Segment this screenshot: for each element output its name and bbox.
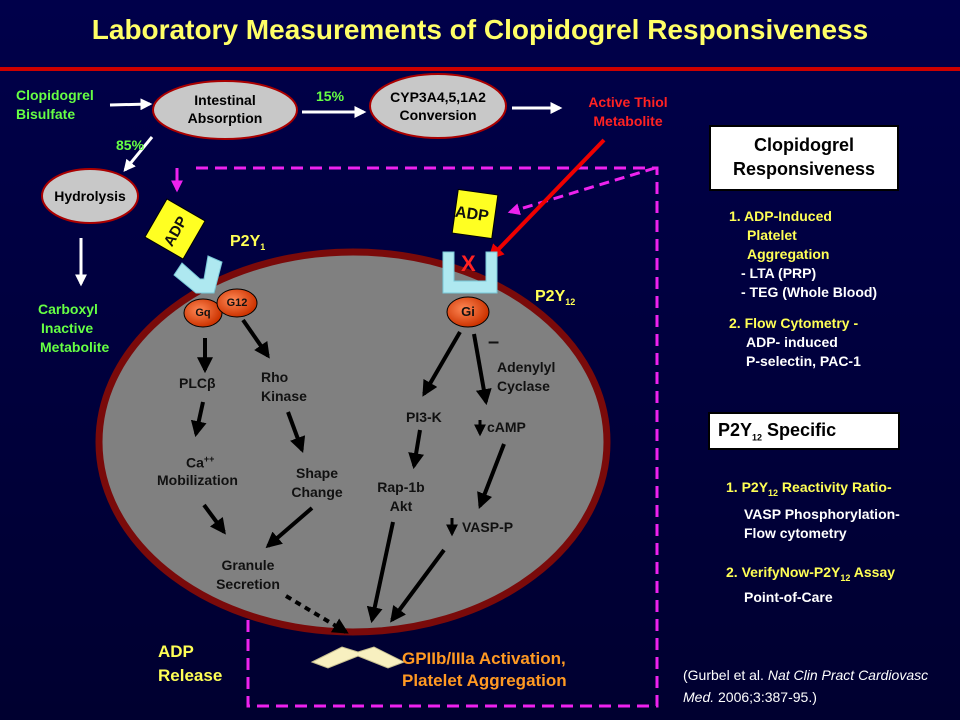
gq-label: Gq	[195, 307, 211, 319]
adp-ligand-right	[451, 188, 499, 240]
arrow-vasp-gpiib	[390, 548, 446, 623]
pct-15-label: 15%	[316, 88, 345, 104]
gpiib-receptor	[310, 646, 406, 669]
plc-label: PLCβ	[179, 375, 216, 391]
platelet-cell	[95, 248, 611, 636]
arrow-plc-ca	[190, 401, 207, 438]
arrow-camp-vasp	[477, 443, 506, 509]
arrow-gi-pi3k	[422, 330, 462, 397]
vasp-label: VASP-P	[462, 519, 514, 535]
receptor-block-mark: X	[461, 251, 476, 276]
arrow-rap-gpiib	[366, 521, 395, 624]
ca-label: Ca++	[186, 454, 215, 471]
arrow-granule-gpiib	[284, 594, 349, 634]
citation-journal: Nat Clin Pract Cardiovasc Med.	[683, 667, 929, 705]
magenta-arrow-right	[507, 166, 656, 215]
g12-protein	[216, 288, 258, 318]
arrow-prodrug-to-absorption	[109, 98, 153, 111]
p2y12-specific-box: P2Y12 Specific	[708, 412, 900, 450]
p2y12-specific-methods-list: 1. P2Y12 Reactivity Ratio- VASP Phosphor…	[726, 479, 900, 605]
arrow-mobilization-granule	[202, 503, 226, 535]
camp-label: cAMP	[487, 419, 526, 435]
p2y1-receptor	[173, 255, 223, 294]
g12-label: G12	[226, 297, 248, 309]
hydrolysis-node	[41, 168, 139, 224]
gpiib-activation-label: GPIIb/IIIa Activation,Platelet Aggregati…	[402, 649, 567, 690]
gi-label: Gi	[461, 304, 475, 319]
title-divider	[0, 67, 960, 71]
p2y1-label: P2Y1	[230, 233, 266, 253]
arrow-shape-granule	[265, 506, 314, 549]
citation: (Gurbel et al. Nat Clin Pract Cardiovasc…	[683, 667, 929, 705]
p2y12-receptor	[442, 251, 498, 294]
gi-protein	[446, 296, 490, 328]
arrow-gi-camp	[472, 333, 492, 406]
pi3k-label: PI3-K	[406, 409, 442, 425]
minus-sign: –	[488, 331, 500, 353]
active-metabolite-arrow	[487, 138, 606, 261]
arrow-absorption-to-hydrolysis	[123, 136, 154, 172]
adp-release-boundary	[190, 166, 659, 708]
arrow-rho-shape	[286, 411, 306, 454]
hydrolysis-label: Hydrolysis	[54, 188, 126, 204]
pct-85-label: 85%	[116, 137, 145, 153]
gq-protein	[183, 298, 223, 328]
cyp-conversion-node	[369, 73, 507, 139]
adp-ligand-left	[144, 198, 206, 260]
intestinal-absorption-node	[152, 80, 298, 140]
arrow-pi3k-rap	[408, 429, 424, 470]
responsiveness-methods-list: 1. ADP-Induced Platelet Aggregation - LT…	[729, 208, 878, 369]
p2y12-label: P2Y12	[535, 288, 576, 308]
slide-title: Laboratory Measurements of Clopidogrel R…	[91, 14, 869, 45]
inactive-metabolite-label: Carboxyl Inactive Metabolite	[38, 301, 110, 355]
mobilization-label: Mobilization	[157, 472, 238, 488]
arrow-g12-rho	[241, 318, 270, 359]
